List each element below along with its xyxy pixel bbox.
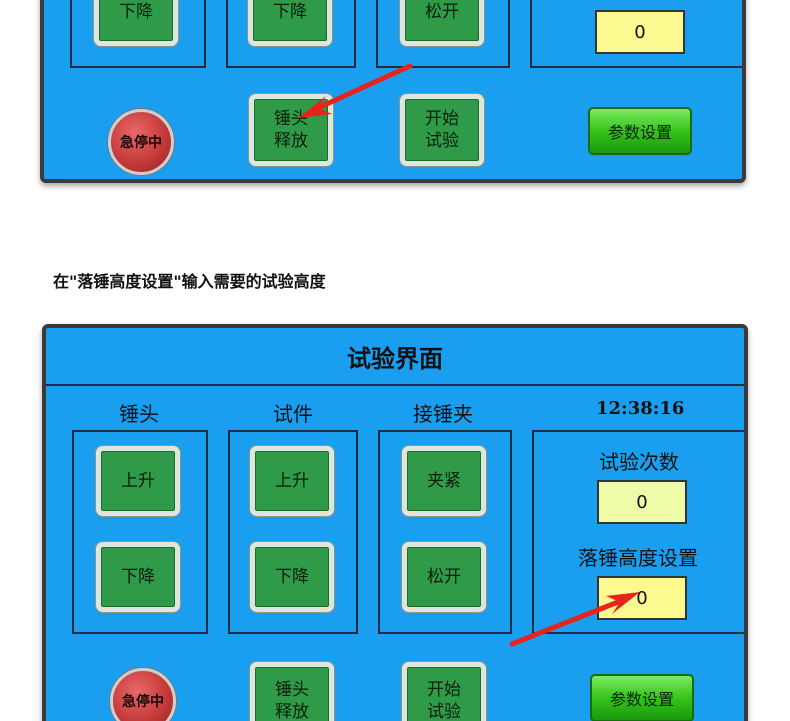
hmi-panel-bottom: 试验界面 锤头 试件 接锤夹 12:38:16 上升 下降 上升 下降 夹紧 松… (42, 324, 748, 721)
specimen-group-box (226, 0, 356, 68)
catcher-group-box (376, 0, 510, 68)
start-test-button[interactable]: 开始 试验 (400, 94, 484, 166)
hammer-group-box (72, 430, 208, 634)
instruction-caption: 在"落锤高度设置"输入需要的试验高度 (53, 272, 326, 291)
stats-group-box (530, 0, 742, 68)
drop-height-label: 落锤高度设置 (578, 546, 698, 570)
hammer-release-button[interactable]: 锤头 释放 (250, 662, 334, 721)
hmi-panel-top: 下降 下降 松开 0 急停中 锤头 释放 开始 试验 参数设置 (40, 0, 746, 183)
specimen-up-button[interactable]: 上升 (250, 446, 334, 516)
catcher-group-title: 接锤夹 (413, 402, 473, 426)
drop-height-field[interactable]: 0 (597, 576, 687, 620)
clock-display: 12:38:16 (596, 398, 685, 419)
stats-group-box (532, 430, 744, 634)
catcher-release-button[interactable]: 松开 (400, 0, 484, 46)
hammer-release-button[interactable]: 锤头 释放 (249, 94, 333, 166)
hammer-down-button[interactable]: 下降 (96, 542, 180, 612)
hammer-up-button[interactable]: 上升 (96, 446, 180, 516)
hammer-down-button[interactable]: 下降 (94, 0, 178, 46)
specimen-down-button[interactable]: 下降 (248, 0, 332, 46)
estop-button[interactable]: 急停中 (110, 668, 176, 721)
param-settings-button[interactable]: 参数设置 (588, 107, 692, 155)
specimen-group-title: 试件 (273, 402, 313, 426)
param-settings-button[interactable]: 参数设置 (590, 674, 694, 721)
estop-button[interactable]: 急停中 (108, 109, 174, 175)
catcher-clamp-button[interactable]: 夹紧 (402, 446, 486, 516)
catcher-group-box (378, 430, 512, 634)
hammer-group-title: 锤头 (119, 402, 159, 426)
specimen-group-box (228, 430, 358, 634)
test-count-field: 0 (597, 480, 687, 524)
start-test-button[interactable]: 开始 试验 (402, 662, 486, 721)
catcher-release-button[interactable]: 松开 (402, 542, 486, 612)
screen-title: 试验界面 (46, 328, 744, 386)
drop-height-field[interactable]: 0 (595, 10, 685, 54)
hammer-group-box (70, 0, 206, 68)
test-count-label: 试验次数 (599, 450, 679, 474)
specimen-down-button[interactable]: 下降 (250, 542, 334, 612)
